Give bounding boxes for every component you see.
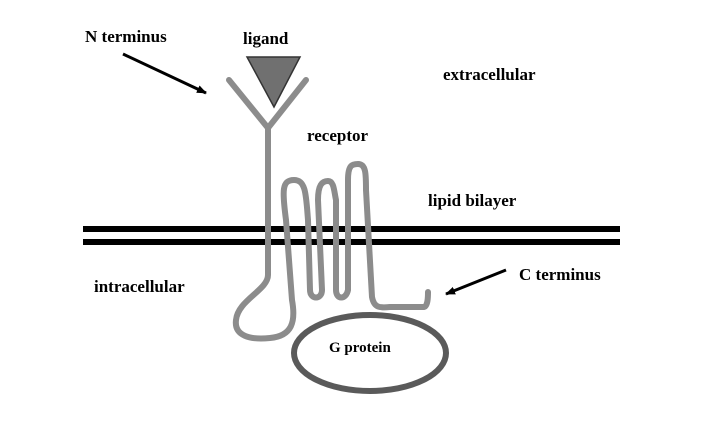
- n-terminus-label: N terminus: [85, 27, 167, 46]
- ligand-label: ligand: [243, 29, 289, 48]
- g-protein-shape: [291, 312, 449, 394]
- bilayer-lower-line: [83, 239, 620, 245]
- intracellular-label: intracellular: [94, 277, 185, 296]
- bilayer-upper-line: [83, 226, 620, 232]
- g-protein-label: G protein: [329, 340, 391, 356]
- lipid-bilayer-label: lipid bilayer: [428, 191, 517, 210]
- extracellular-label: extracellular: [443, 65, 536, 84]
- n-terminus-arrow: [122, 52, 207, 95]
- receptor-chain: [232, 125, 431, 342]
- c-terminus-label: C terminus: [519, 265, 601, 284]
- c-terminus-arrow: [445, 268, 507, 296]
- receptor-label: receptor: [307, 126, 369, 145]
- ligand-icon: [245, 56, 302, 109]
